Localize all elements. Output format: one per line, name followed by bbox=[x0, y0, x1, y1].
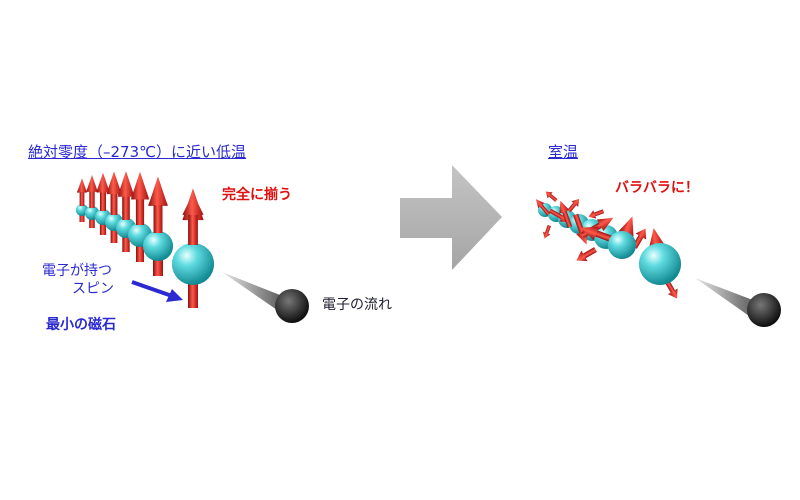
random-label: バラバラに！ bbox=[615, 180, 699, 196]
low-temperature-heading: 絶対零度（–273℃）に近い低温 bbox=[28, 143, 246, 161]
electron-flow-label: 電子の流れ bbox=[322, 297, 392, 313]
spin-arrow-icon bbox=[535, 199, 551, 216]
spin-arrow-icon bbox=[542, 224, 552, 239]
spin-arrow-icon bbox=[559, 200, 573, 228]
room-temperature-heading: 室温 bbox=[548, 143, 579, 161]
cone-pointer-icon bbox=[222, 272, 309, 323]
spin-arrow-icon bbox=[545, 191, 558, 202]
spin-label-line2: スピン bbox=[72, 281, 114, 297]
right-arrow-icon bbox=[400, 165, 502, 270]
electron-sphere-icon bbox=[172, 243, 214, 285]
spin-label-line1: 電子が持つ bbox=[42, 263, 112, 279]
smallest-magnet-label: 最小の磁石 bbox=[46, 317, 116, 333]
spin-arrow-icon bbox=[77, 182, 87, 206]
electron-sphere-icon bbox=[639, 243, 681, 285]
spin-arrow-icon bbox=[588, 209, 605, 219]
spin-arrow-icon bbox=[96, 179, 110, 211]
aligned-label: 完全に揃う bbox=[222, 187, 292, 203]
spin-pointer-arrow-icon bbox=[131, 280, 183, 302]
electron-sphere-icon bbox=[608, 231, 636, 259]
spin-arrow-icon bbox=[117, 180, 135, 220]
spin-arrow-icon bbox=[131, 181, 149, 225]
spin-arrow-icon bbox=[567, 198, 580, 213]
aligned-spin-chain bbox=[76, 171, 214, 308]
random-spin-chain bbox=[535, 191, 681, 299]
spin-arrow-icon bbox=[106, 179, 122, 215]
spin-arrow-icon bbox=[576, 247, 597, 262]
spin-arrow-icon bbox=[182, 193, 204, 245]
cone-pointer-icon bbox=[695, 278, 781, 327]
spin-arrow-icon bbox=[148, 185, 168, 233]
electron-sphere-icon bbox=[143, 231, 173, 261]
spin-arrow-icon bbox=[86, 180, 98, 208]
